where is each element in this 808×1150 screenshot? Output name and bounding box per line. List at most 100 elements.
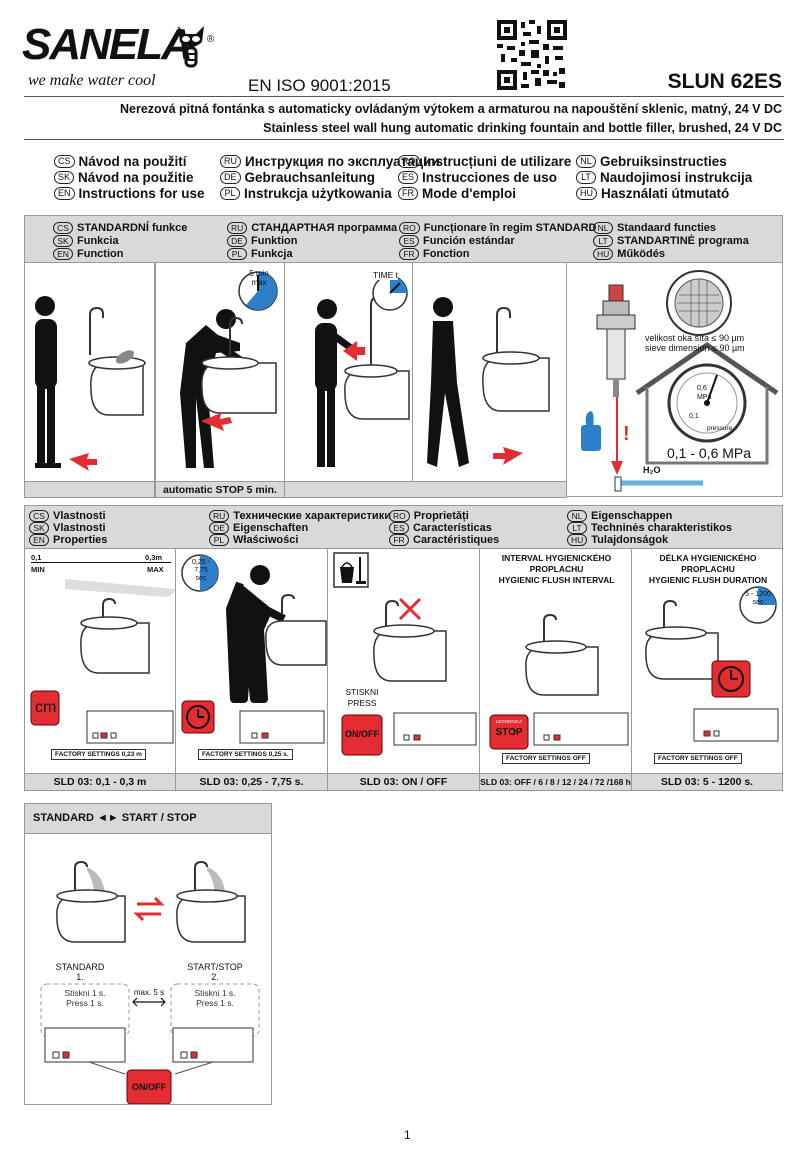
model-name: SLUN 62ES [667, 70, 782, 93]
time-range-unit: sec [195, 575, 207, 582]
auto-stop-caption: automatic STOP 5 min. [155, 481, 285, 498]
lang-label: Function [77, 247, 124, 260]
range-min-value: 0,1 [31, 553, 42, 562]
max-label: MAX [147, 565, 164, 574]
gauge-unit: MPa [697, 394, 712, 401]
lang-label: Caractéristiques [413, 533, 500, 546]
lang-label: STANDARTINĖ programa [617, 234, 749, 247]
lang-entry-lt: LT STANDARTINĖ programa [593, 234, 749, 247]
lang-code-badge: PL [220, 187, 240, 200]
lang-label: Instrucțiuni de utilizare [423, 154, 572, 169]
startstop-title: STANDARD ◄► START / STOP [33, 812, 197, 824]
caption-interval: SLD 03: OFF / 6 / 8 / 12 / 24 / 72 /168 … [479, 773, 632, 791]
function-step-approach [24, 262, 155, 482]
duration-range-label: 5 - 1200 sec [744, 591, 772, 607]
property-flush-duration: DÉLKA HYGIENICKÉHO PROPLACHU HYGIENIC FL… [631, 548, 783, 774]
sieve-note-cs: velikost oka síta ≤ 90 µm [645, 333, 745, 343]
lang-code-badge: ES [399, 234, 419, 247]
time-range-value: 0,25 - 7,75 [192, 559, 210, 574]
function-step-leave [412, 262, 567, 482]
lang-code-badge: DE [227, 234, 247, 247]
startstop-diagram-icon [40, 860, 260, 1104]
cm-label: cm [35, 699, 57, 716]
caption-duration: SLD 03: 5 - 1200 s. [631, 773, 783, 791]
startstop-panel: STANDARD 1. START/STOP 2. Stiskni 1 s. P… [24, 833, 272, 1105]
lang-label: Технические характеристики [233, 509, 391, 522]
lang-label: Gebrauchsanleitung [244, 170, 376, 185]
press-instruction-1-en: Press 1 s. [66, 998, 104, 1008]
caption-spacer-1 [24, 481, 155, 498]
lang-code-badge: EN [53, 247, 73, 260]
page-number: 1 [404, 1128, 411, 1142]
caption-onoff: SLD 03: ON / OFF [327, 773, 480, 791]
lang-label: Techninės charakteristikos [591, 521, 733, 534]
lang-label: Vlastnosti [53, 509, 106, 522]
lang-label: STANDARDNÍ funkce [77, 221, 188, 234]
onoff-button[interactable]: ON/OFF [345, 729, 379, 739]
lang-label: СТАНДАРТНАЯ программа [251, 221, 398, 234]
water-label: H₂O [643, 465, 661, 475]
lang-code-badge: FR [398, 187, 418, 200]
press-instruction-1: Stiskni 1 s. Press 1 s. [41, 988, 129, 1008]
lang-code-badge: EN [29, 533, 49, 546]
lang-label: Návod na použitie [78, 170, 194, 185]
timer-time-icon [372, 275, 408, 311]
flush-interval-icon [489, 613, 629, 750]
lang-label: Eigenschappen [591, 509, 673, 522]
sieve-note-en: sieve dimension ≤ 90 µm [645, 343, 745, 353]
property-flow-time: 0,25 - 7,75 sec FACTORY SETTINGS 0,25 s. [175, 548, 328, 774]
lang-code-badge: HU [593, 247, 614, 260]
startstop-section-header: STANDARD ◄► START / STOP [24, 803, 272, 834]
lang-code-badge: NL [567, 509, 587, 522]
lang-label: Instructions for use [78, 186, 205, 201]
range-max-value: 0,3m [145, 553, 163, 562]
lang-code-badge: SK [53, 234, 73, 247]
sanela-logo: SANELA ® we make water cool [22, 20, 214, 100]
press-label-cs: STISKNI [345, 687, 379, 697]
lang-label: Właściwości [233, 533, 299, 546]
flush-duration-en: HYGIENIC FLUSH DURATION [648, 575, 768, 585]
brand-slogan: we make water cool [28, 72, 156, 89]
lang-label: Funktion [251, 234, 298, 247]
timer-bottom: max [251, 278, 267, 287]
duration-range-unit: sec [752, 599, 764, 606]
gauge-01: 0,1 [689, 413, 699, 420]
pressure-house-icon [581, 270, 779, 492]
lang-code-badge: LT [593, 234, 613, 247]
timer-time-label: TIME t [373, 270, 399, 280]
startstop-number: 2. [211, 972, 219, 982]
gauge-label: pressure [707, 425, 733, 432]
lang-label: Funcționare în regim STANDARD [423, 221, 597, 234]
standard-text: STANDARD [55, 962, 105, 972]
lang-code-badge: ES [389, 521, 409, 534]
lang-label: Instrucciones de uso [422, 170, 558, 185]
person-standing-icon [35, 296, 146, 471]
min-label: MIN [31, 565, 45, 574]
lang-code-badge: FR [399, 247, 419, 260]
startstop-label: START/STOP 2. [175, 962, 255, 982]
stop-button[interactable]: STOP [495, 727, 523, 738]
person-drinking-timer-icon [181, 554, 327, 744]
lang-label: Proprietăți [413, 509, 469, 522]
lang-code-badge: LT [567, 521, 587, 534]
max-time-label: max. 5 s [133, 988, 165, 997]
lang-entry-nl: NL Eigenschappen [567, 509, 672, 522]
lang-label: Funkcia [77, 234, 119, 247]
startstop-onoff-button[interactable]: ON/OFF [132, 1082, 166, 1092]
